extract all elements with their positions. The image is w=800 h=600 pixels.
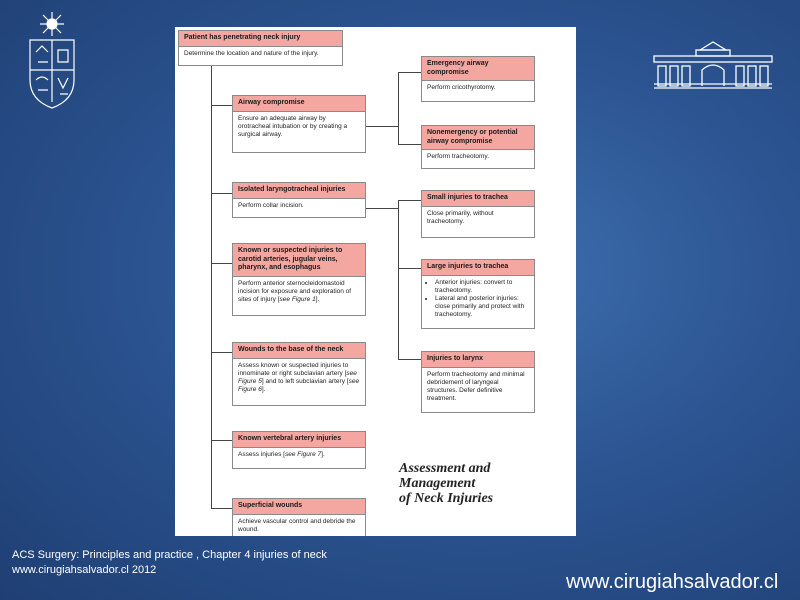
large-trachea-list: Anterior injuries: convert to tracheotom… — [427, 279, 529, 319]
laryngotracheal-body: Perform collar incision. — [238, 201, 304, 209]
nonemergency-airway-body: Perform tracheotomy. — [427, 153, 490, 160]
figure-7-reference: see Figure 7 — [284, 450, 322, 458]
diagram-title: Assessment and Management of Neck Injuri… — [399, 461, 494, 506]
nonemergency-airway-header: Nonemergency or potential airway comprom… — [422, 126, 534, 150]
base-of-neck-node: Wounds to the base of the neck Assess kn… — [232, 342, 366, 406]
base-of-neck-header: Wounds to the base of the neck — [233, 343, 365, 359]
large-connector-line — [398, 268, 421, 269]
site-url: www.cirugiahsalvador.cl — [566, 571, 779, 593]
small-trachea-node: Small injuries to trachea Close primaril… — [421, 190, 535, 238]
laryngotracheal-node: Isolated laryngotracheal injuries Perfor… — [232, 182, 366, 218]
base-connector-line — [211, 352, 232, 353]
carotid-injuries-node: Known or suspected injuries to carotid a… — [232, 243, 366, 316]
vertebral-artery-body: Assess injuries [see Figure 7]. — [238, 450, 325, 458]
laryngo-branch-line — [366, 208, 398, 209]
small-trachea-body: Close primarily, without tracheotomy. — [427, 209, 494, 225]
vertebral-connector-line — [211, 440, 232, 441]
superficial-wounds-node: Superficial wounds Achieve vascular cont… — [232, 498, 366, 536]
large-trachea-bullet-lateral: Lateral and posterior injuries: close pr… — [435, 295, 529, 319]
root-node-header: Patient has penetrating neck injury — [179, 31, 342, 47]
larynx-body: Perform tracheotomy and minimal debridem… — [427, 370, 525, 402]
airway-branch-vertical — [398, 72, 399, 145]
larynx-header: Injuries to larynx — [422, 352, 534, 368]
superficial-wounds-header: Superficial wounds — [233, 499, 365, 515]
figure-1-reference: see Figure 1 — [279, 295, 316, 303]
superficial-connector-line — [211, 508, 232, 509]
trunk-connector-line — [211, 66, 212, 509]
carotid-connector-line — [211, 263, 232, 264]
laryngotracheal-header: Isolated laryngotracheal injuries — [233, 183, 365, 199]
flowchart-panel: Patient has penetrating neck injury Dete… — [175, 27, 576, 536]
carotid-injuries-body: Perform anterior sternocleidomastoid inc… — [238, 279, 352, 303]
nonemergency-connector-line — [398, 144, 421, 145]
laryngo-connector-line — [211, 193, 232, 194]
emergency-airway-node: Emergency airway compromise Perform cric… — [421, 56, 535, 102]
emergency-airway-header: Emergency airway compromise — [422, 57, 534, 81]
figure-5-reference: see Figure 5 — [238, 369, 357, 385]
figure-6-reference: see Figure 6 — [238, 377, 360, 393]
airway-branch-line — [366, 126, 398, 127]
airway-compromise-node: Airway compromise Ensure an adequate air… — [232, 95, 366, 153]
root-node-body: Determine the location and nature of the… — [184, 49, 319, 57]
root-node: Patient has penetrating neck injury Dete… — [178, 30, 343, 66]
larynx-node: Injuries to larynx Perform tracheotomy a… — [421, 351, 535, 413]
source-caption: ACS Surgery: Principles and practice , C… — [12, 548, 327, 578]
vertebral-artery-node: Known vertebral artery injuries Assess i… — [232, 431, 366, 469]
large-trachea-header: Large injuries to trachea — [422, 260, 534, 276]
university-crest-logo — [29, 12, 75, 109]
carotid-injuries-header: Known or suspected injuries to carotid a… — [233, 244, 365, 277]
airway-compromise-header: Airway compromise — [233, 96, 365, 112]
emergency-airway-body: Perform cricothyrotomy. — [427, 84, 496, 91]
large-trachea-bullet-anterior: Anterior injuries: convert to tracheotom… — [435, 279, 529, 295]
emergency-connector-line — [398, 72, 421, 73]
large-trachea-node: Large injuries to trachea Anterior injur… — [421, 259, 535, 329]
superficial-wounds-body: Achieve vascular control and debride the… — [238, 517, 356, 533]
small-trachea-header: Small injuries to trachea — [422, 191, 534, 207]
base-of-neck-body: Assess known or suspected injuries to in… — [238, 361, 360, 393]
vertebral-artery-header: Known vertebral artery injuries — [233, 432, 365, 448]
laryngo-branch-vertical — [398, 200, 399, 360]
source-caption-line-1: ACS Surgery: Principles and practice , C… — [12, 549, 327, 561]
airway-connector-line — [211, 105, 232, 106]
airway-compromise-body: Ensure an adequate airway by orotracheal… — [238, 114, 348, 138]
building-facade-logo — [653, 41, 773, 89]
source-caption-line-2: www.cirugiahsalvador.cl 2012 — [12, 564, 157, 576]
small-connector-line — [398, 200, 421, 201]
nonemergency-airway-node: Nonemergency or potential airway comprom… — [421, 125, 535, 169]
larynx-connector-line — [398, 359, 421, 360]
